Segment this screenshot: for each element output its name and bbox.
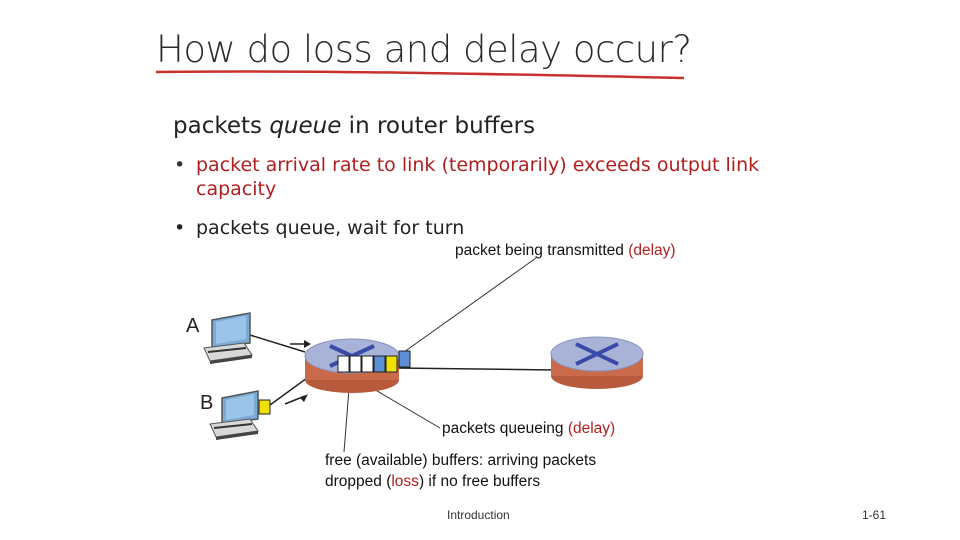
bullet-dot: • (174, 153, 185, 177)
bullet-text: packet arrival rate to link (temporarily… (196, 154, 759, 200)
arrow-a-head (304, 340, 311, 348)
label-free-buffers: free (available) buffers: arriving packe… (325, 450, 596, 492)
title-underline (156, 71, 684, 78)
buffer-queued-packet (386, 356, 397, 372)
bullet-item-1: • packet arrival rate to link (temporari… (196, 153, 796, 201)
link-router-router (395, 368, 555, 370)
buffer-free (350, 356, 361, 372)
label-free-line-1: free (available) buffers: arriving packe… (325, 450, 596, 471)
label-free-line-2: dropped (loss) if no free buffers (325, 471, 596, 492)
label-free-line-2-post: ) if no free buffers (419, 473, 540, 490)
label-packets-queueing: packets queueing (delay) (442, 418, 615, 439)
footer-section-title: Introduction (447, 508, 510, 522)
label-queueing-delay: (delay) (568, 420, 615, 437)
footer-page-number: 1-61 (862, 508, 886, 522)
bullet-item-2: • packets queue, wait for turn (196, 216, 464, 240)
bullet-dot: • (174, 216, 185, 240)
packet-arriving-b (259, 400, 270, 414)
router-buffer-queue (338, 356, 397, 372)
packet-transmitted (399, 351, 410, 367)
computer-a-icon (204, 313, 252, 364)
buffer-queued-packet (374, 356, 385, 372)
label-packet-transmitted: packet being transmitted (delay) (455, 240, 676, 261)
heading-text-pre: packets (173, 113, 269, 139)
host-a-label: A (186, 315, 199, 338)
buffer-free (338, 356, 349, 372)
label-loss: loss (391, 473, 419, 490)
pointer-line-transmitted (404, 258, 536, 352)
heading-text-emphasis: queue (269, 113, 341, 139)
computer-b-icon (210, 391, 258, 440)
host-b-label: B (200, 392, 213, 415)
heading-text-post: in router buffers (341, 113, 535, 139)
label-free-line-2-pre: dropped ( (325, 473, 391, 490)
label-queueing-text: packets queueing (442, 420, 564, 437)
buffer-free (362, 356, 373, 372)
label-transmitted-text: packet being transmitted (455, 242, 624, 259)
slide-heading: packets queue in router buffers (173, 113, 535, 139)
router-2 (551, 337, 643, 389)
bullet-text: packets queue, wait for turn (196, 217, 464, 239)
pointer-line-queueing (372, 388, 440, 428)
label-transmitted-delay: (delay) (628, 242, 675, 259)
